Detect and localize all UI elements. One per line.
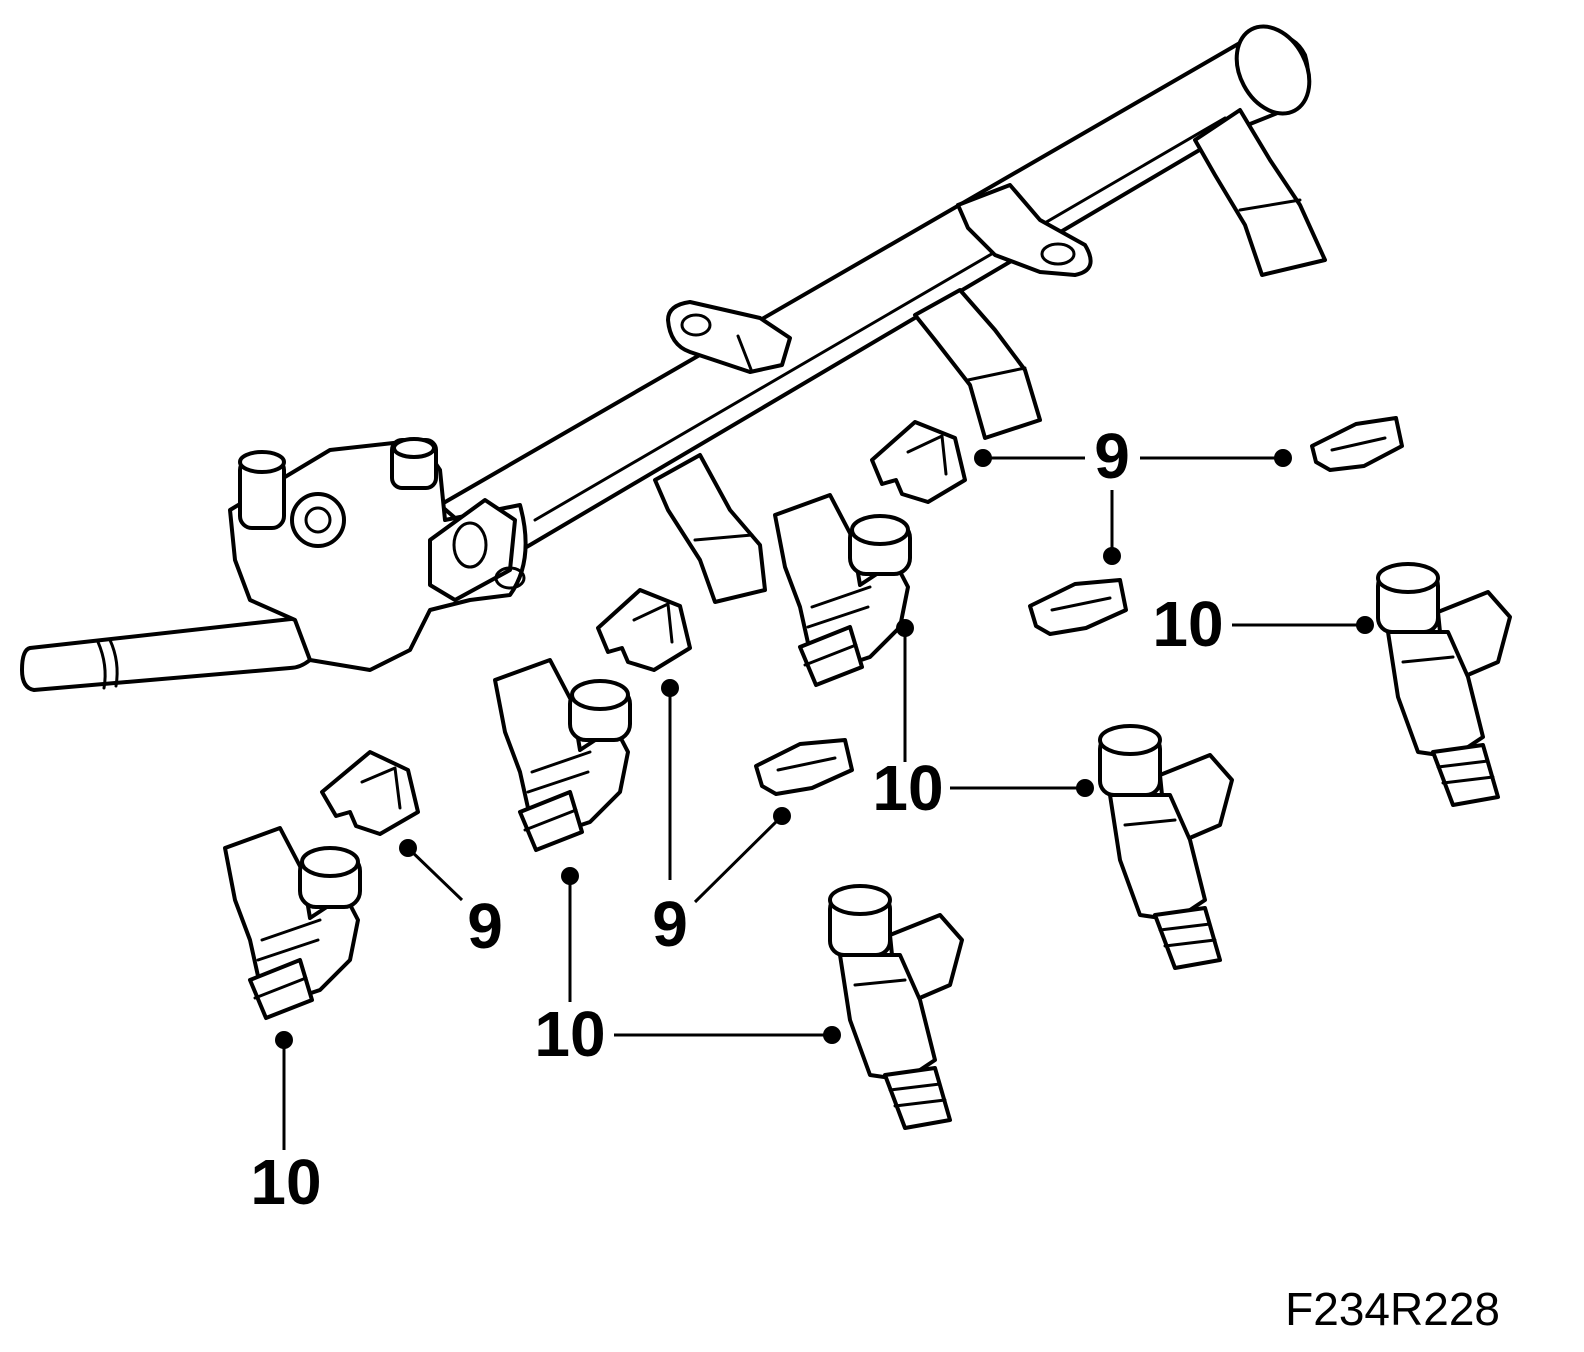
leader-dot [823, 1026, 841, 1044]
leader-dot [974, 449, 992, 467]
rail-injector-cup-1 [653, 453, 767, 604]
figure-id: F234R228 [1285, 1283, 1500, 1335]
mounting-bracket-2 [956, 183, 1093, 277]
leader-dot [399, 839, 417, 857]
callout-injector-10: 10 [1152, 588, 1223, 660]
mounting-bracket-1 [666, 300, 792, 374]
fuel-injector-1 [223, 826, 362, 1020]
retaining-clip-5 [1028, 578, 1128, 636]
retaining-clip-2 [596, 588, 692, 672]
fuel-inlet-pipe [20, 616, 322, 692]
callout-injector-10: 10 [250, 1146, 321, 1218]
callout-clip-9: 9 [1094, 420, 1130, 492]
leader-dot [561, 867, 579, 885]
rail-injector-cup-2 [913, 288, 1042, 440]
pressure-regulator-housing [228, 437, 528, 672]
callout-labels: 9 9 9 10 10 10 10 [250, 420, 1223, 1218]
leader-dot [896, 619, 914, 637]
fuel-injector-3 [773, 493, 912, 687]
leader-dot [1274, 449, 1292, 467]
callout-injector-10: 10 [872, 752, 943, 824]
rail-tube [438, 24, 1312, 556]
leader-lines [275, 449, 1374, 1150]
fuel-injector-2 [493, 658, 632, 852]
fuel-injector-6 [1376, 562, 1512, 807]
leader-dot [1356, 616, 1374, 634]
leader-dot [275, 1031, 293, 1049]
fuel-injector-4 [828, 884, 964, 1130]
callout-clip-9: 9 [467, 890, 503, 962]
retaining-clip-1 [320, 750, 420, 836]
fuel-injector-5 [1098, 724, 1234, 970]
retaining-clip-4 [754, 738, 854, 796]
leader-dot [773, 807, 791, 825]
leader-dot [1103, 547, 1121, 565]
retaining-clip-6 [1310, 416, 1404, 472]
callout-clip-9: 9 [652, 888, 688, 960]
callout-injector-10: 10 [534, 998, 605, 1070]
rail-injector-cup-3 [1193, 108, 1327, 277]
leader-dot [1076, 779, 1094, 797]
leader-dot [661, 679, 679, 697]
fuel-rail [20, 24, 1327, 692]
retaining-clip-3 [870, 420, 967, 504]
